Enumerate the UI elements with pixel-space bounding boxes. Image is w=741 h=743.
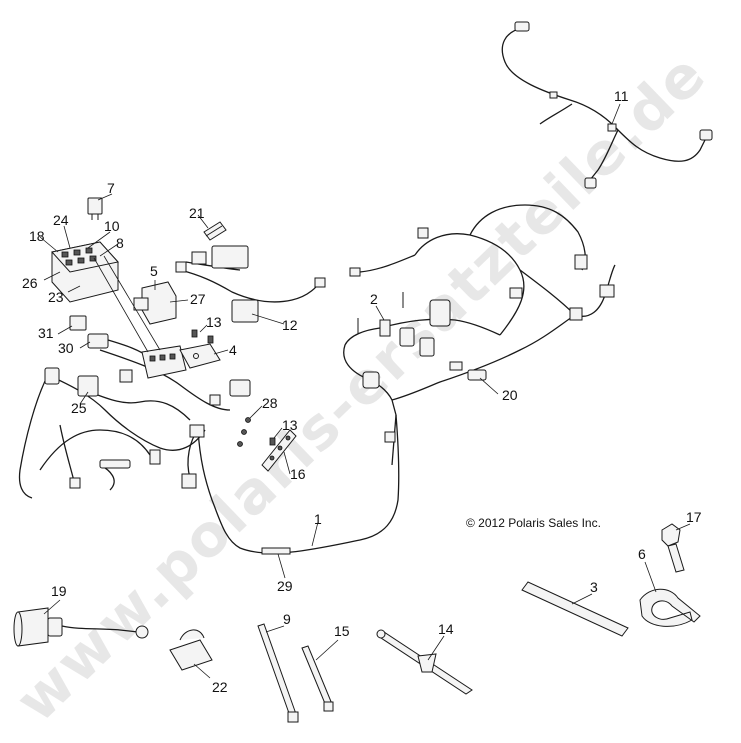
clip-part-22 (169, 629, 213, 671)
callout-4: 4 (229, 342, 237, 358)
callout-24: 24 (53, 212, 69, 228)
callout-15: 15 (334, 623, 350, 639)
callout-20: 20 (502, 387, 518, 403)
plug-part-19 (13, 607, 149, 647)
callout-6: 6 (638, 546, 646, 562)
callout-5: 5 (150, 263, 158, 279)
cable-tie-part-15 (301, 645, 334, 712)
callout-28: 28 (262, 395, 278, 411)
callout-7: 7 (107, 180, 115, 196)
callout-14: 14 (438, 621, 454, 637)
strap-part-3 (521, 581, 629, 637)
harness-part-12 (175, 245, 326, 323)
leader-lines (39, 103, 691, 679)
callout-23: 23 (48, 289, 64, 305)
main-harness-part-1 (181, 204, 616, 555)
screw-part-13-upper (191, 329, 214, 344)
callout-1: 1 (314, 511, 322, 527)
callout-17: 17 (686, 509, 702, 525)
callout-26: 26 (22, 275, 38, 291)
callout-11: 11 (614, 88, 629, 104)
callout-31: 31 (38, 325, 54, 341)
fuse-block-center (141, 345, 187, 379)
connectors-part-2 (357, 292, 451, 357)
connector-part-21 (203, 221, 227, 241)
terminal-strip-part-16 (261, 429, 297, 472)
bolt-part-17 (661, 523, 685, 573)
callout-9: 9 (283, 611, 291, 627)
callout-19: 19 (51, 583, 67, 599)
callout-29: 29 (277, 578, 293, 594)
front-harness (18, 349, 251, 499)
cable-tie-part-9 (257, 623, 299, 723)
connector-part-20 (467, 369, 487, 381)
nuts-part-28 (237, 417, 251, 447)
callout-3: 3 (590, 579, 598, 595)
callout-16: 16 (290, 466, 306, 482)
callout-2: 2 (370, 291, 378, 307)
connector-part-27 (133, 297, 149, 311)
callout-13-upper: 13 (206, 314, 222, 330)
rear-harness-part-11 (501, 21, 713, 189)
fuse-box (51, 241, 119, 303)
bracket-part-4 (179, 343, 221, 369)
callout-25: 25 (71, 400, 87, 416)
callout-30: 30 (58, 340, 74, 356)
callout-13-lower: 13 (282, 417, 298, 433)
callout-22: 22 (212, 679, 228, 695)
callout-21: 21 (189, 205, 205, 221)
p-clamp-part-6 (639, 588, 701, 627)
copyright-text: © 2012 Polaris Sales Inc. (466, 516, 601, 530)
callout-27: 27 (190, 291, 206, 307)
callout-8: 8 (116, 235, 124, 251)
callout-10: 10 (104, 218, 120, 234)
callout-12: 12 (282, 317, 298, 333)
callout-18: 18 (29, 228, 45, 244)
screw-part-13-lower (269, 437, 276, 446)
relay-part-31 (69, 315, 87, 331)
push-mount-tie-part-14 (376, 629, 473, 695)
callout-labels: 7 24 10 8 18 26 23 31 30 5 27 21 12 13 4… (22, 88, 702, 695)
connector-part-30 (87, 333, 151, 359)
relay-part-7 (87, 197, 103, 220)
